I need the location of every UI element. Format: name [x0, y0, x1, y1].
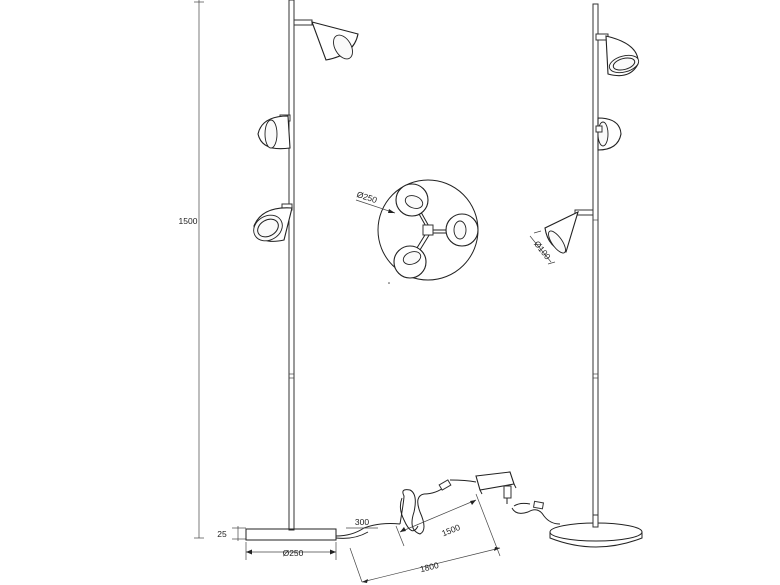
top-view-diameter-label: Ø250 — [355, 189, 378, 205]
cable-1800-label: 1800 — [419, 560, 440, 574]
front-shade-lower — [253, 203, 293, 242]
lamp-base — [245, 528, 337, 541]
lamp-side-view: Ø100 — [529, 3, 643, 548]
base-diameter-dimension: Ø250 — [245, 542, 337, 560]
top-view-shade-2 — [445, 213, 479, 247]
front-shade-middle — [257, 114, 291, 150]
side-shade-lower — [544, 209, 594, 254]
power-cable: 300 1500 1800 — [335, 471, 561, 583]
top-view-shade-1 — [395, 183, 429, 217]
side-shade-middle — [595, 117, 622, 151]
lamp-front-view: Ø250 — [245, 0, 359, 560]
base-height-label: 25 — [217, 529, 227, 539]
lamp-top-view: Ø250 — [355, 179, 479, 284]
power-adapter — [475, 471, 517, 504]
front-shade-top — [293, 19, 359, 61]
side-view-base — [549, 514, 643, 548]
top-view-shade-3 — [393, 245, 427, 279]
height-dimension-label: 1500 — [179, 216, 198, 226]
base-diameter-label: Ø250 — [283, 548, 304, 558]
height-dimension: 1500 — [179, 0, 204, 539]
base-height-dimension: 25 — [217, 526, 246, 541]
cable-300-label: 300 — [355, 517, 369, 527]
side-shade-top — [595, 33, 640, 77]
cable-1500-label: 1500 — [440, 522, 462, 538]
